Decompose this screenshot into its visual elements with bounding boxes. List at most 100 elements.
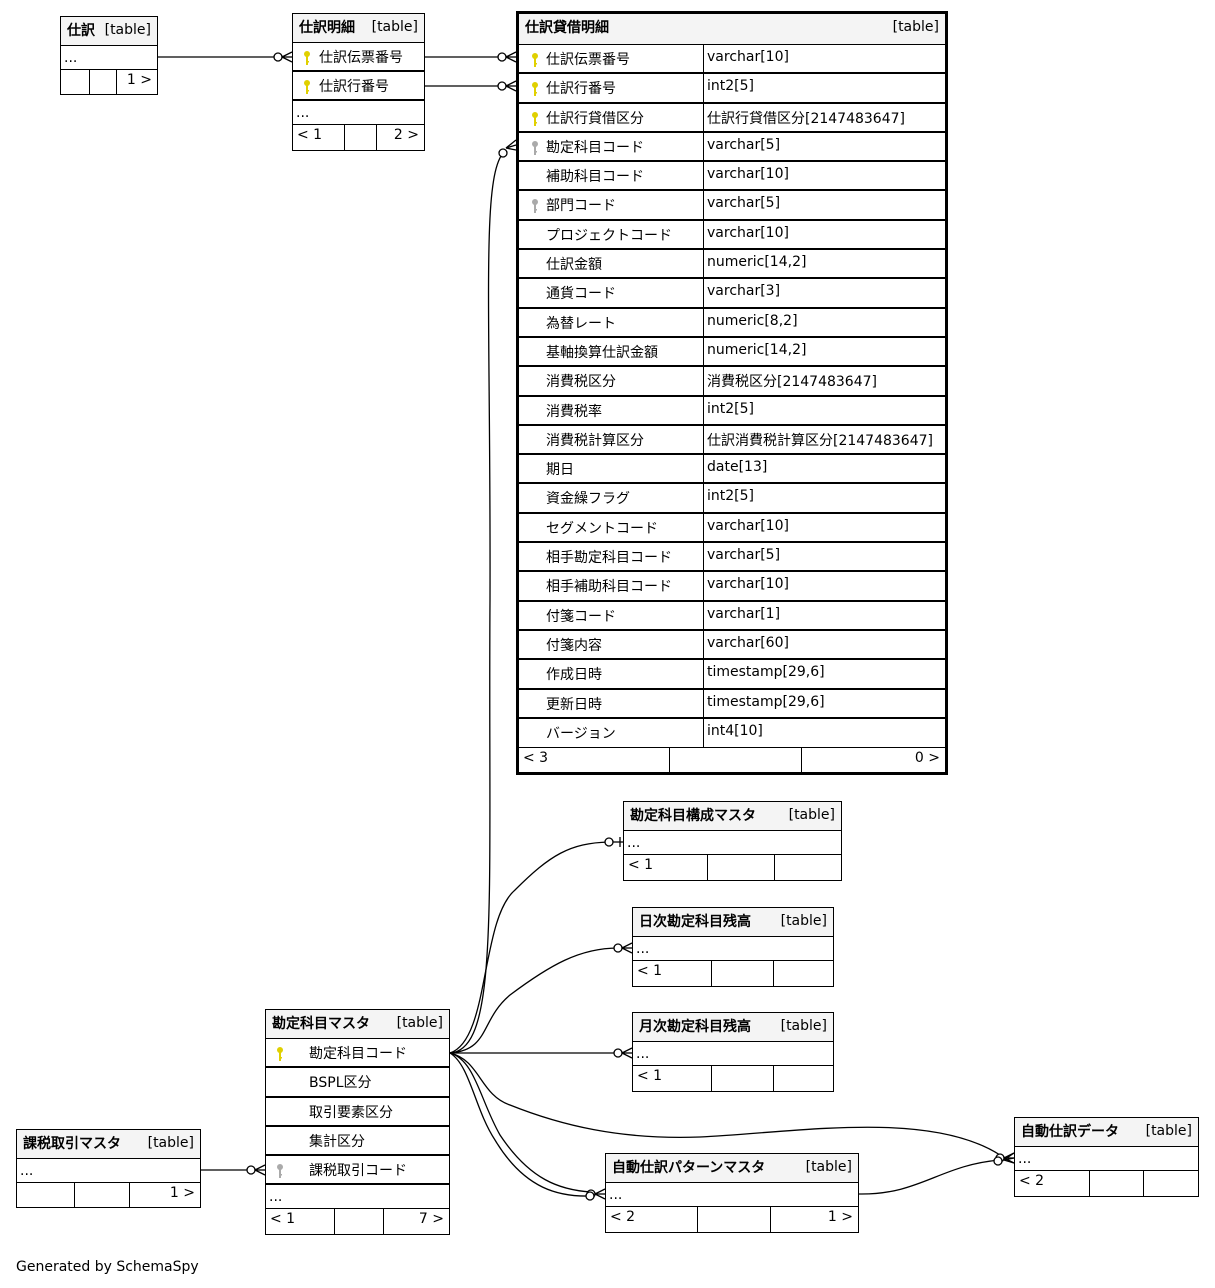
column-row[interactable]: ... xyxy=(61,46,157,70)
column-row[interactable]: ... xyxy=(293,101,424,125)
column-row[interactable]: ... xyxy=(624,831,841,855)
column-name: 勘定科目コード xyxy=(309,1046,407,1062)
column-row[interactable]: 仕訳伝票番号 xyxy=(293,43,424,72)
footer-divider xyxy=(801,748,802,773)
table-type: [table] xyxy=(780,1018,827,1034)
column-row[interactable]: ... xyxy=(17,1159,200,1183)
foreign-key-icon xyxy=(274,1163,286,1179)
column-row[interactable]: BSPL区分 xyxy=(266,1068,449,1098)
table-type: [table] xyxy=(396,1015,443,1031)
primary-key-icon xyxy=(301,79,313,95)
table-type: [table] xyxy=(780,913,827,929)
column-name: ... xyxy=(609,1187,623,1203)
parents-count[interactable]: < 1 xyxy=(628,857,654,873)
table-getsuji[interactable]: 月次勘定科目残高[table]...< 1 xyxy=(632,1012,834,1092)
parents-count[interactable]: < 3 xyxy=(523,750,549,767)
table-type: [table] xyxy=(788,807,835,823)
foreign-key-icon xyxy=(529,140,541,156)
parents-count[interactable]: < 1 xyxy=(297,127,323,143)
parents-count[interactable]: < 1 xyxy=(637,963,663,979)
column-name: 取引要素区分 xyxy=(309,1104,393,1121)
column-row[interactable]: ... xyxy=(633,1042,833,1066)
primary-key-icon xyxy=(529,52,541,68)
table-footer: < 1 xyxy=(624,855,841,880)
children-count[interactable]: 0 > xyxy=(914,750,940,767)
generated-by-credit: Generated by SchemaSpy xyxy=(16,1259,199,1275)
table-type: [table] xyxy=(104,22,151,38)
children-count[interactable]: 1 > xyxy=(126,72,152,88)
column-row[interactable]: 勘定科目コード xyxy=(266,1039,449,1068)
table-jidou[interactable]: 自動仕訳データ[table]...< 2 xyxy=(1014,1117,1199,1197)
table-nichiji[interactable]: 日次勘定科目残高[table]...< 1 xyxy=(632,907,834,987)
parents-count[interactable]: < 2 xyxy=(610,1209,636,1225)
table-footer: < 3 0 > xyxy=(519,748,945,773)
table-shiwake[interactable]: 仕訳[table]...1 > xyxy=(60,16,158,95)
column-row[interactable]: 消費税区分消費税区分[2147483647] xyxy=(519,367,945,397)
column-row[interactable]: 仕訳行貸借区分仕訳行貸借区分[2147483647] xyxy=(519,103,945,133)
parents-count[interactable]: < 2 xyxy=(1019,1173,1045,1189)
table-kousei[interactable]: 勘定科目構成マスタ[table]...< 1 xyxy=(623,801,842,881)
column-row[interactable]: 集計区分 xyxy=(266,1127,449,1156)
children-count[interactable]: 2 > xyxy=(393,127,419,143)
crow-foot-icon xyxy=(594,1193,606,1200)
column-name: 期日 xyxy=(546,462,574,479)
column-name: 相手勘定科目コード xyxy=(546,550,672,567)
column-row[interactable]: 仕訳行番号 xyxy=(293,72,424,101)
crow-foot-icon xyxy=(1003,1157,1015,1161)
children-count[interactable]: 1 > xyxy=(827,1209,853,1225)
primary-key-icon xyxy=(274,1046,286,1062)
column-row[interactable]: ... xyxy=(1015,1147,1198,1171)
crow-foot-icon xyxy=(505,80,517,87)
crow-foot-icon xyxy=(505,139,517,149)
column-row[interactable]: 取引要素区分 xyxy=(266,1098,449,1127)
children-count[interactable]: 1 > xyxy=(169,1185,195,1201)
table-name: 自動仕訳パターンマスタ xyxy=(612,1160,766,1176)
children-count[interactable]: 7 > xyxy=(418,1211,444,1227)
table-footer: < 1 xyxy=(633,961,833,986)
column-row[interactable]: ... xyxy=(266,1185,449,1209)
footer-divider xyxy=(711,1066,712,1091)
column-row[interactable]: ... xyxy=(633,937,833,961)
column-type: varchar[10] xyxy=(707,166,789,183)
foreign-key-icon xyxy=(529,198,541,214)
column-row[interactable]: ... xyxy=(606,1183,858,1207)
column-divider xyxy=(703,103,704,131)
column-name: ... xyxy=(636,941,650,957)
column-name: 部門コード xyxy=(546,198,616,215)
parents-count[interactable]: < 1 xyxy=(637,1068,663,1084)
table-kazei[interactable]: 課税取引マスタ[table]...1 > xyxy=(16,1129,201,1208)
crow-foot-icon xyxy=(621,1047,633,1054)
column-row[interactable]: 消費税計算区分仕訳消費税計算区分[2147483647] xyxy=(519,425,945,456)
table-name: 自動仕訳データ xyxy=(1021,1124,1119,1140)
column-name: ... xyxy=(64,50,78,66)
crow-foot-icon xyxy=(505,147,517,151)
parents-count[interactable]: < 1 xyxy=(270,1211,296,1227)
column-row[interactable]: 課税取引コード xyxy=(266,1156,449,1185)
column-name: 資金繰フラグ xyxy=(546,491,630,508)
